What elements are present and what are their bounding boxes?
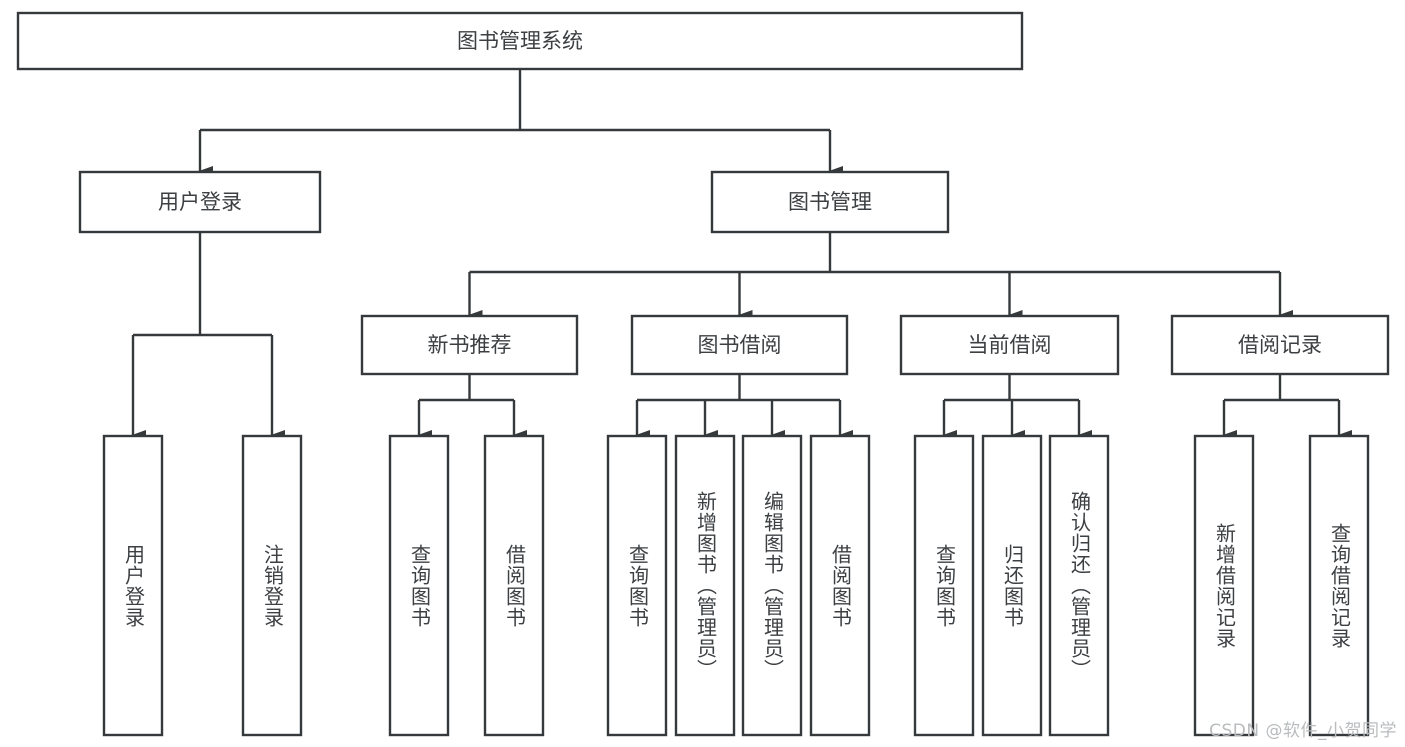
node-box-new-book-recommend[interactable] xyxy=(360,314,579,376)
node-label-borrow-records: 借阅记录 xyxy=(1238,333,1322,357)
node-box-record-add[interactable] xyxy=(1193,434,1255,737)
node-box-current-query-book[interactable] xyxy=(913,434,975,737)
node-box-borrow-add-book[interactable] xyxy=(674,434,736,737)
node-label-new-book-recommend: 新书推荐 xyxy=(428,333,512,357)
node-label-current-borrow: 当前借阅 xyxy=(968,333,1052,357)
watermark: CSDN @软件_小贺同学 xyxy=(1209,721,1397,741)
node-box-book-management[interactable] xyxy=(710,170,950,234)
node-box-record-query[interactable] xyxy=(1308,434,1370,737)
node-box-user-login-do[interactable] xyxy=(102,434,164,737)
node-label-undefined: 图书管理系统 xyxy=(457,29,583,53)
node-label-book-management: 图书管理 xyxy=(788,190,872,214)
node-box-recommend-borrow-book[interactable] xyxy=(483,434,545,737)
node-box-current-return-book[interactable] xyxy=(981,434,1043,737)
connector-layer xyxy=(131,69,1352,440)
node-box-borrow-query-book[interactable] xyxy=(606,434,668,737)
node-box-current-confirm-return[interactable] xyxy=(1048,434,1110,737)
node-box-user-logout[interactable] xyxy=(241,434,303,737)
node-box-borrow-do-borrow[interactable] xyxy=(809,434,871,737)
node-box-borrow-edit-book[interactable] xyxy=(741,434,803,737)
node-box-borrow-records[interactable] xyxy=(1170,314,1390,376)
node-box-current-borrow[interactable] xyxy=(899,314,1120,376)
node-label-book-borrow: 图书借阅 xyxy=(698,333,782,357)
node-box-recommend-query-book[interactable] xyxy=(388,434,450,737)
node-box-undefined[interactable] xyxy=(16,11,1024,71)
node-box-book-borrow[interactable] xyxy=(630,314,849,376)
node-label-user-login: 用户登录 xyxy=(158,190,242,214)
node-box-user-login[interactable] xyxy=(78,170,322,234)
